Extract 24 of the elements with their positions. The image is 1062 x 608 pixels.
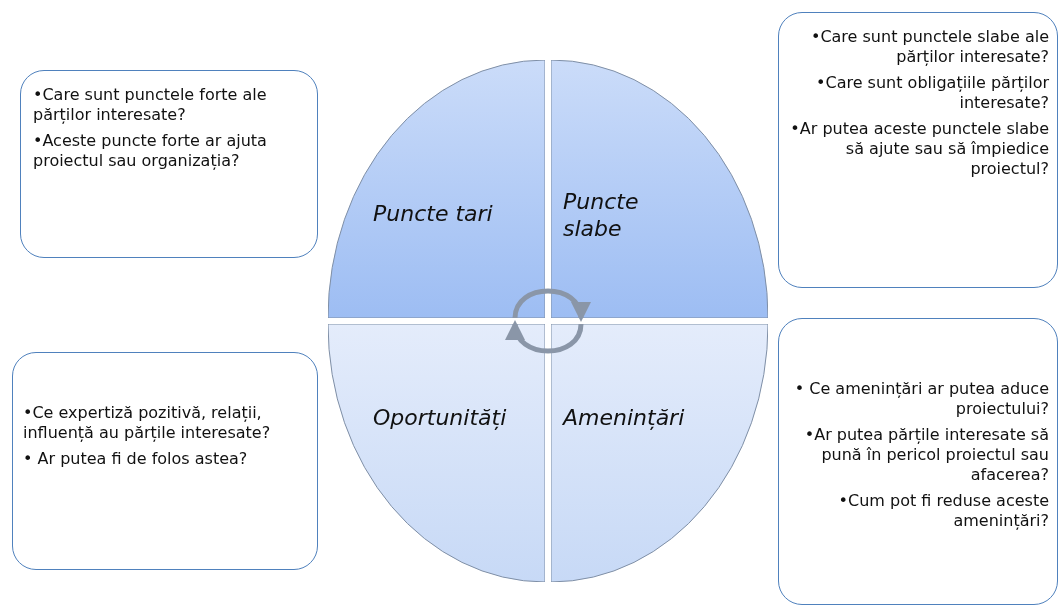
bullet-text: • Ar putea fi de folos astea? [23, 449, 249, 469]
bullet-text: •Care sunt punctele slabe ale părților interesate? [809, 27, 1049, 67]
quadrant-segment [551, 60, 768, 318]
text-box [12, 352, 318, 570]
bullet-text: •Ar putea părțile interesate să pună în pericol proiectul sau afacerea? [803, 425, 1049, 485]
quadrant-label: Puncte tari [373, 200, 494, 227]
quadrant-segment [328, 60, 545, 318]
bullet-text: •Care sunt punctele forte ale părților interesate? [33, 85, 268, 125]
quadrant-label: Puncte slabe [563, 188, 640, 242]
bullet-text: •Cum pot fi reduse aceste amenințări? [837, 491, 1049, 531]
bullet-text: •Aceste puncte forte ar ajuta proiectul sau organizația? [33, 131, 268, 171]
text-box [778, 318, 1058, 605]
bullet-text: •Care sunt obligațiile părților interesate? [815, 73, 1049, 113]
quadrant-label: Amenințări [563, 404, 686, 431]
quadrant-segment [328, 324, 545, 582]
quadrant-label: Oportunități [373, 404, 508, 431]
text-box [778, 12, 1058, 288]
curved-arrow [507, 320, 584, 354]
bullet-text: • Ce amenințări ar putea aduce proiectului? [793, 379, 1049, 419]
curved-arrow [512, 288, 589, 322]
text-box [20, 70, 318, 258]
bullet-text: •Ce expertiză pozitivă, relații, influență au părțile interesate? [23, 403, 272, 443]
bullet-text: •Ar putea aceste punctele slabe să ajute sau să împiedice proiectul? [789, 119, 1049, 179]
quadrant-segment [551, 324, 768, 582]
